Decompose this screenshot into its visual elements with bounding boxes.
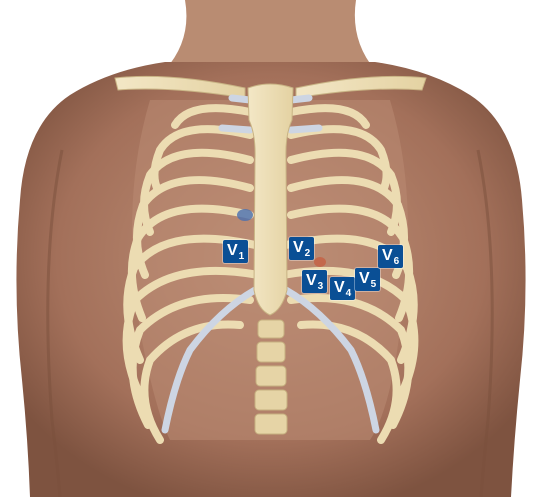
- lead-v5-label: V5: [355, 268, 380, 291]
- lead-v1-label: V1: [223, 240, 248, 263]
- lead-v3-label: V3: [302, 270, 327, 293]
- vessel-hint-red: [314, 257, 326, 267]
- lead-v6-label: V6: [378, 245, 403, 268]
- vessel-hint-blue: [237, 209, 253, 221]
- lead-v2-label: V2: [289, 237, 314, 260]
- spine: [255, 320, 287, 434]
- neck: [165, 0, 375, 70]
- lead-v4-label: V4: [330, 277, 355, 300]
- sternum: [248, 84, 293, 315]
